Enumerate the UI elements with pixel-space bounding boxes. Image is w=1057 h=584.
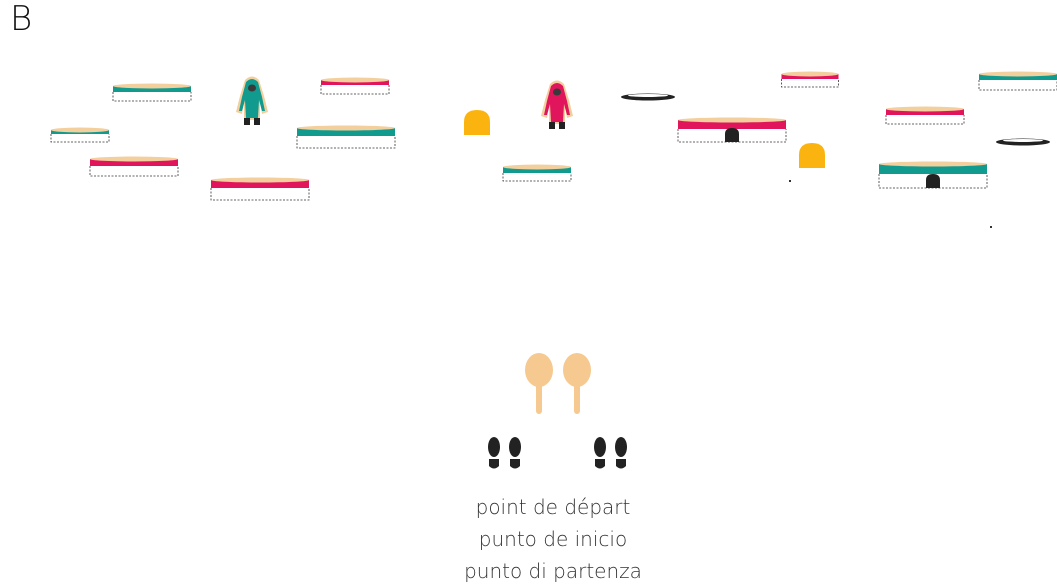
dot [789, 180, 791, 182]
start-label-it: punto di partenza [464, 559, 642, 583]
figure-pink [541, 80, 573, 129]
platform [210, 177, 310, 201]
platform [978, 71, 1057, 91]
paddle-icon [563, 353, 591, 414]
tunnel-platform [677, 117, 787, 143]
platform [296, 125, 396, 149]
platform [50, 127, 110, 143]
black-ring [621, 93, 675, 101]
paddle-icon [525, 353, 553, 414]
footprints-icon [594, 437, 627, 469]
yellow-marker [799, 143, 825, 168]
platform [502, 164, 572, 182]
platform [89, 156, 179, 177]
platform [112, 83, 192, 102]
platform [320, 77, 390, 95]
platforms [50, 71, 1057, 201]
platform [885, 106, 965, 125]
start-label-fr: point de départ [475, 495, 631, 519]
tunnel-platform [878, 161, 988, 189]
dot [990, 226, 992, 228]
panel-letter: B [10, 0, 33, 39]
start-label-es: punto de inicio [478, 527, 628, 551]
footprints-icon [488, 437, 521, 469]
figure-teal [236, 76, 268, 125]
platform [781, 71, 839, 88]
black-ring [996, 138, 1050, 146]
yellow-marker [464, 110, 490, 135]
